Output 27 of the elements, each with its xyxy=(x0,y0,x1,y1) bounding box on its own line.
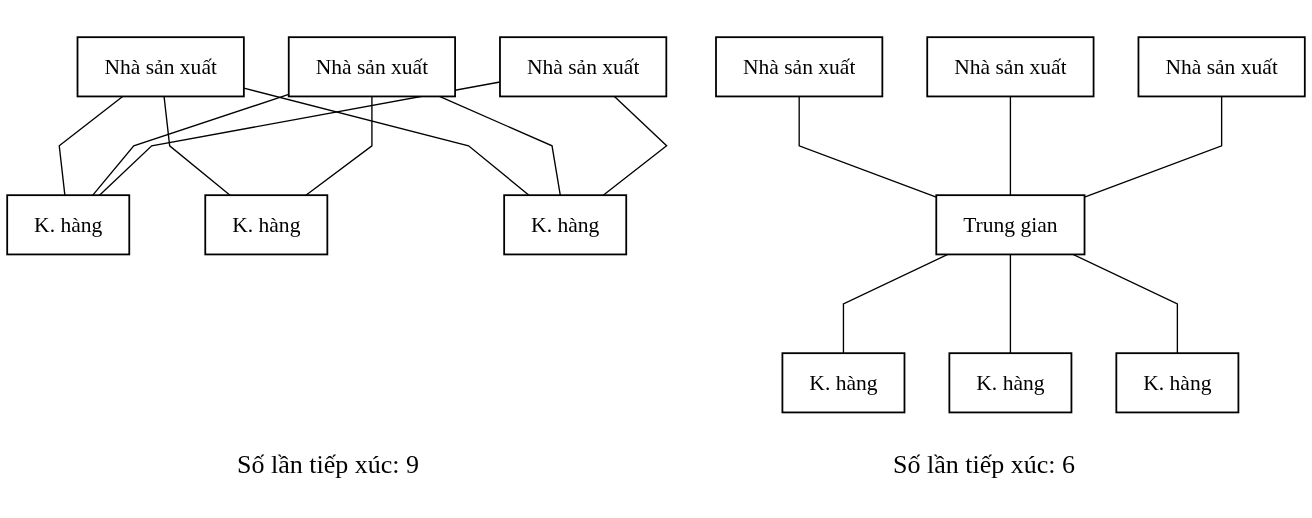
connector xyxy=(243,87,530,197)
node-box: Nhà sản xuất xyxy=(287,36,456,98)
connector xyxy=(58,95,124,197)
node-box: Nhà sản xuất xyxy=(926,36,1095,98)
node-box: K. hàng xyxy=(781,352,906,414)
connector xyxy=(305,95,373,197)
node-box: K. hàng xyxy=(503,194,628,256)
connector xyxy=(438,95,561,197)
connector xyxy=(1009,253,1012,355)
node-box: Trung gian xyxy=(935,194,1086,256)
connector xyxy=(92,93,290,197)
connector xyxy=(1009,95,1012,197)
connector xyxy=(602,95,668,197)
node-box: K. hàng xyxy=(948,352,1073,414)
connector xyxy=(1072,253,1179,355)
node-box: K. hàng xyxy=(204,194,329,256)
node-box: Nhà sản xuất xyxy=(76,36,245,98)
connector xyxy=(842,253,949,355)
caption-text: Số lần tiếp xúc: 9 xyxy=(237,450,419,480)
connector xyxy=(163,95,231,197)
node-box: Nhà sản xuất xyxy=(715,36,884,98)
node-box: Nhà sản xuất xyxy=(1137,36,1306,98)
node-box: Nhà sản xuất xyxy=(499,36,668,98)
node-box: K. hàng xyxy=(1115,352,1240,414)
caption-text: Số lần tiếp xúc: 6 xyxy=(893,450,1075,480)
node-box: K. hàng xyxy=(6,194,131,256)
connector xyxy=(798,95,937,198)
